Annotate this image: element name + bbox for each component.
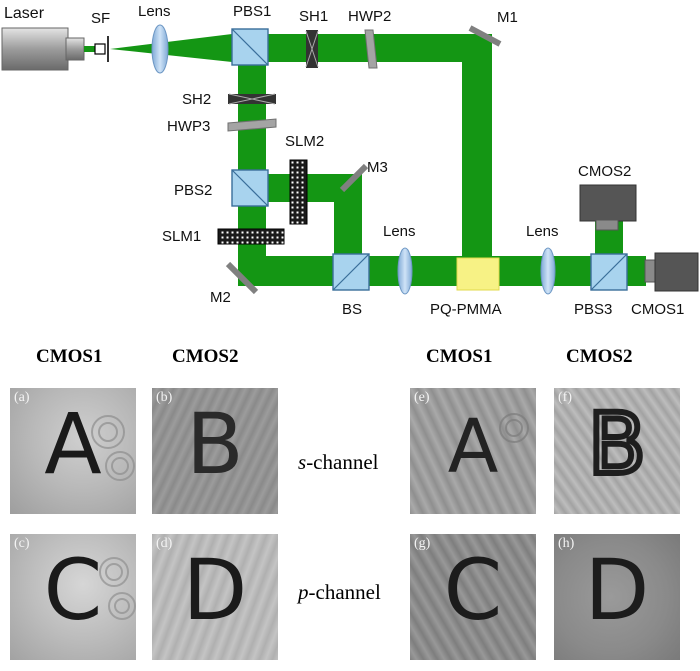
p-channel-label: p-channel bbox=[298, 582, 381, 603]
slm2 bbox=[289, 159, 308, 225]
panel-b: (b) B bbox=[152, 388, 278, 514]
label-slm1: SLM1 bbox=[162, 228, 202, 245]
label-hwp2: HWP2 bbox=[348, 8, 392, 25]
panel-a: (a) A bbox=[10, 388, 136, 514]
mirror-m3 bbox=[339, 163, 369, 193]
panel-letter: D bbox=[182, 541, 248, 639]
optical-setup-diagram bbox=[1, 24, 699, 295]
panel-tag: (e) bbox=[414, 390, 430, 405]
panel-e: (e) A bbox=[410, 388, 536, 514]
beam-m1-sample bbox=[462, 34, 492, 266]
pbs1-cube bbox=[231, 28, 269, 66]
slm1 bbox=[217, 228, 285, 245]
pq-pmma-sample bbox=[456, 257, 500, 291]
label-pbs3: PBS3 bbox=[574, 301, 613, 318]
header-left-cmos1: CMOS1 bbox=[36, 346, 103, 367]
panel-d: (d) D bbox=[152, 534, 278, 660]
panel-tag: (a) bbox=[14, 390, 30, 405]
s-channel-label: s-channel bbox=[298, 452, 378, 473]
pbs2-cube bbox=[231, 169, 269, 207]
s-channel-italic: s bbox=[298, 450, 307, 474]
panel-letter: B bbox=[186, 395, 244, 493]
interference-rings bbox=[99, 557, 136, 620]
lens-2 bbox=[397, 247, 413, 295]
panel-letter: D bbox=[584, 541, 650, 639]
panel-tag: (b) bbox=[156, 390, 173, 405]
label-m2: M2 bbox=[210, 289, 231, 306]
p-channel-text: -channel bbox=[308, 580, 381, 604]
shutter-sh2 bbox=[228, 93, 276, 105]
cmos2-camera bbox=[579, 184, 637, 231]
panel-tag: (c) bbox=[14, 536, 30, 551]
shutter-sh1 bbox=[305, 30, 319, 68]
label-bs: BS bbox=[342, 301, 363, 318]
panel-letter: B bbox=[585, 395, 649, 493]
panel-f: (f) B bbox=[554, 388, 680, 514]
lens-3 bbox=[540, 247, 556, 295]
laser-beam-path bbox=[110, 34, 646, 286]
label-m3: M3 bbox=[367, 159, 388, 176]
label-m1: M1 bbox=[497, 9, 518, 26]
beam-pbs1-m1 bbox=[232, 34, 492, 62]
p-channel-italic: p bbox=[298, 580, 309, 604]
panel-tag: (g) bbox=[414, 536, 431, 551]
mirror-m1 bbox=[468, 25, 502, 47]
label-sf: SF bbox=[91, 10, 111, 27]
panel-tag: (h) bbox=[558, 536, 575, 551]
mirror-m2 bbox=[225, 261, 259, 295]
interference-rings bbox=[91, 415, 135, 481]
bs-cube bbox=[332, 253, 370, 291]
s-channel-text: -channel bbox=[306, 450, 379, 474]
label-pq-pmma: PQ-PMMA bbox=[430, 301, 502, 318]
lens-1 bbox=[151, 24, 169, 74]
label-hwp3: HWP3 bbox=[167, 118, 211, 135]
header-right-cmos1: CMOS1 bbox=[426, 346, 493, 367]
beam-bottom-path bbox=[238, 256, 646, 286]
label-cmos2: CMOS2 bbox=[578, 163, 632, 180]
panel-tag: (f) bbox=[558, 390, 572, 405]
interference-rings bbox=[499, 413, 529, 443]
label-pbs1: PBS1 bbox=[233, 3, 272, 20]
header-right-cmos2: CMOS2 bbox=[566, 346, 633, 367]
laser-source bbox=[1, 27, 96, 71]
panel-h: (h) D bbox=[554, 534, 680, 660]
half-wave-plate-hwp2 bbox=[364, 29, 378, 69]
panel-tag: (d) bbox=[156, 536, 173, 551]
label-sh2: SH2 bbox=[182, 91, 212, 108]
label-sh1: SH1 bbox=[299, 8, 329, 25]
label-lens-3: Lens bbox=[526, 223, 559, 240]
label-pbs2: PBS2 bbox=[174, 182, 213, 199]
panel-letter: A bbox=[447, 404, 499, 490]
label-laser: Laser bbox=[4, 5, 45, 22]
label-slm2: SLM2 bbox=[285, 133, 325, 150]
header-left-cmos2: CMOS2 bbox=[172, 346, 239, 367]
spatial-filter bbox=[94, 36, 109, 62]
cmos1-camera bbox=[644, 252, 699, 292]
pbs3-cube bbox=[590, 253, 628, 291]
half-wave-plate-hwp3 bbox=[227, 118, 277, 132]
panel-g: (g) C bbox=[410, 534, 536, 660]
label-lens-1: Lens bbox=[138, 3, 171, 20]
panel-letter: A bbox=[44, 395, 102, 493]
label-cmos1: CMOS1 bbox=[631, 301, 685, 318]
expanding-beam bbox=[110, 34, 232, 62]
label-lens-2: Lens bbox=[383, 223, 416, 240]
panel-letter: C bbox=[443, 541, 503, 639]
panel-c: (c) C bbox=[10, 534, 136, 660]
panel-letter: C bbox=[43, 541, 103, 639]
